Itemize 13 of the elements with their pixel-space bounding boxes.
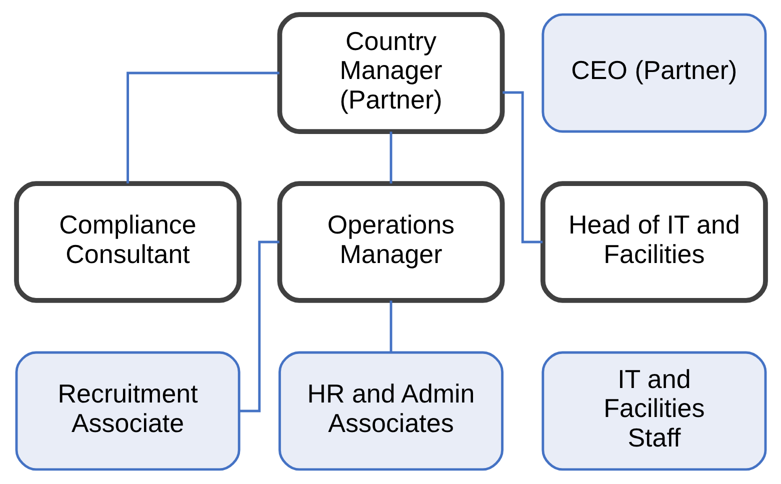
node-box: Country Manager (Partner) bbox=[276, 12, 504, 134]
node-box: Operations Manager bbox=[276, 181, 504, 303]
node-box: Compliance Consultant bbox=[14, 181, 242, 303]
node-box: IT and Facilities Staff bbox=[541, 351, 766, 471]
connector bbox=[389, 132, 392, 184]
connector bbox=[389, 300, 392, 352]
node-box: Head of IT and Facilities bbox=[540, 181, 768, 303]
node-box: HR and Admin Associates bbox=[278, 351, 504, 471]
node-box: Recruitment Associate bbox=[14, 351, 240, 471]
node-box: CEO (Partner) bbox=[541, 13, 766, 133]
connector bbox=[502, 91, 542, 244]
connector bbox=[126, 72, 279, 184]
connector bbox=[238, 240, 279, 412]
